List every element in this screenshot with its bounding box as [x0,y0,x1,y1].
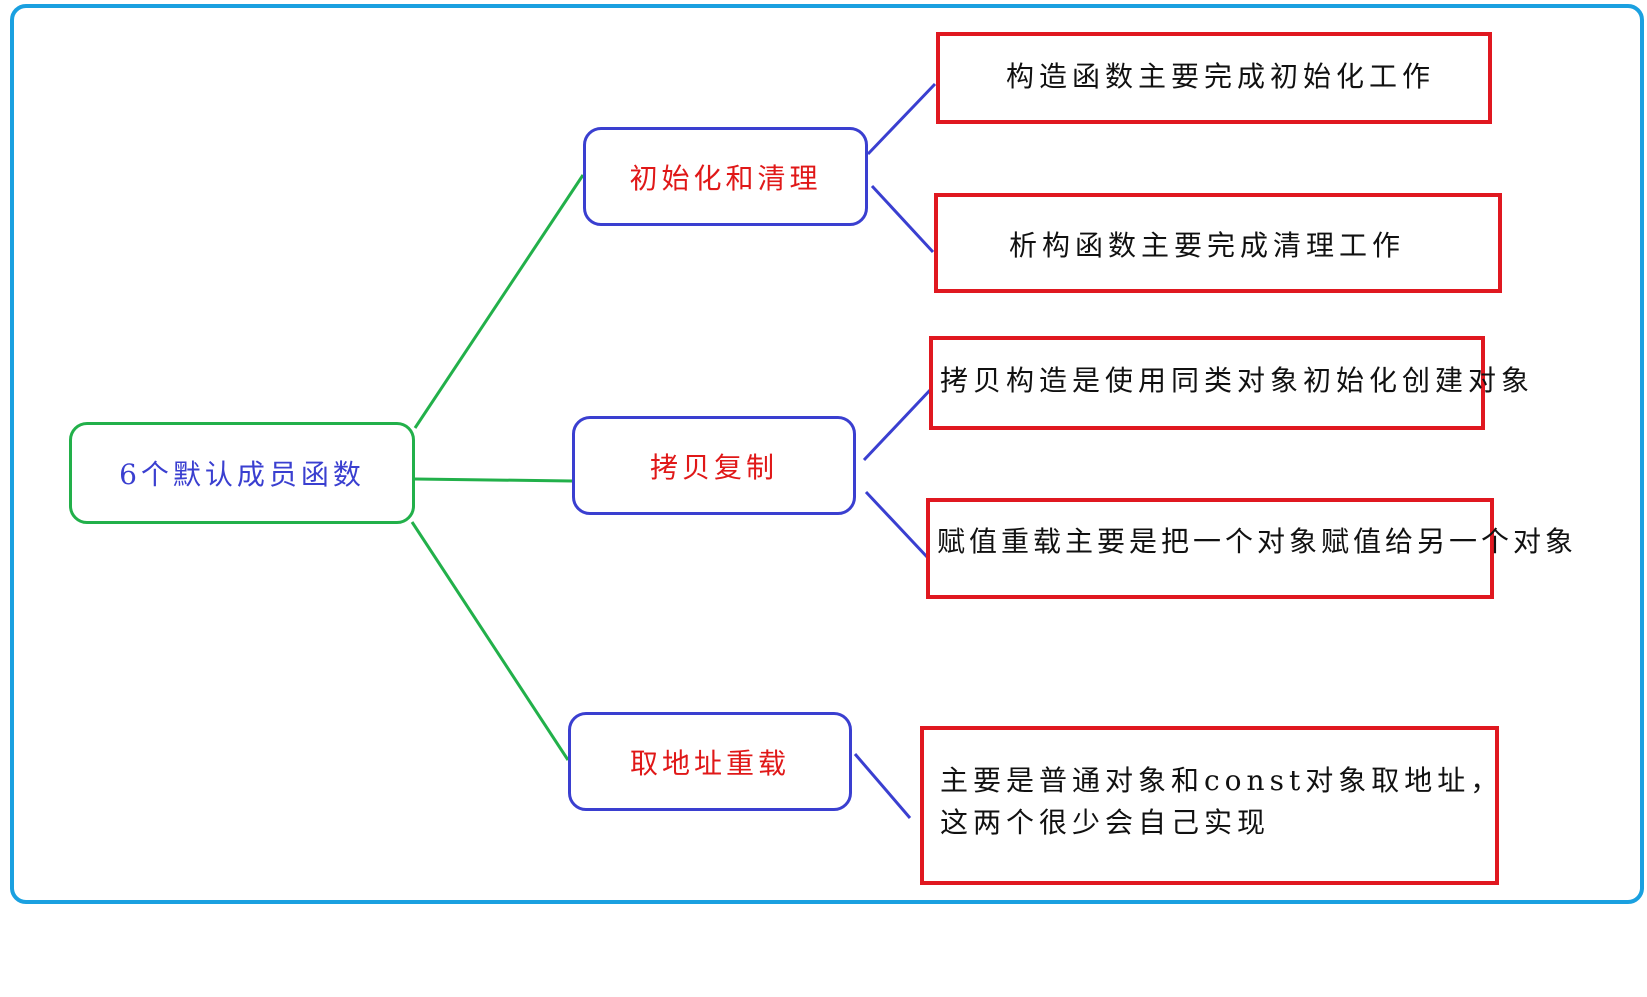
leaf-text-address-overload: 主要是普通对象和const对象取地址， 这两个很少会自己实现 [940,760,1503,844]
leaf-box-address-overload [920,726,1499,885]
leaf-text-destructor: 析构函数主要完成清理工作 [1009,229,1406,262]
leaf-box-copy-constructor [929,336,1485,430]
leaf-text-address-line-2: 这两个很少会自己实现 [940,806,1271,839]
leaf-text-constructor: 构造函数主要完成初始化工作 [1006,60,1436,93]
group-node-address-overload: 取地址重载 [568,712,852,811]
group-label: 拷贝复制 [649,450,778,484]
diagram-frame [10,4,1644,904]
group-node-init-cleanup: 初始化和清理 [583,127,868,226]
leaf-text-address-line-1: 主要是普通对象和const对象取地址， [940,764,1504,797]
root-label: 6个默认成员函数 [119,458,365,491]
leaf-box-assignment-overload [926,498,1494,599]
leaf-text-assignment-overload: 赋值重载主要是把一个对象赋值给另一个对象 [937,525,1578,558]
group-label: 初始化和清理 [629,161,822,195]
leaf-text-copy-constructor: 拷贝构造是使用同类对象初始化创建对象 [940,364,1535,397]
group-node-copy: 拷贝复制 [572,416,856,515]
leaf-box-constructor [936,32,1492,124]
leaf-box-destructor [934,193,1502,293]
root-node: 6个默认成员函数 [69,422,415,524]
group-label: 取地址重载 [629,746,790,780]
